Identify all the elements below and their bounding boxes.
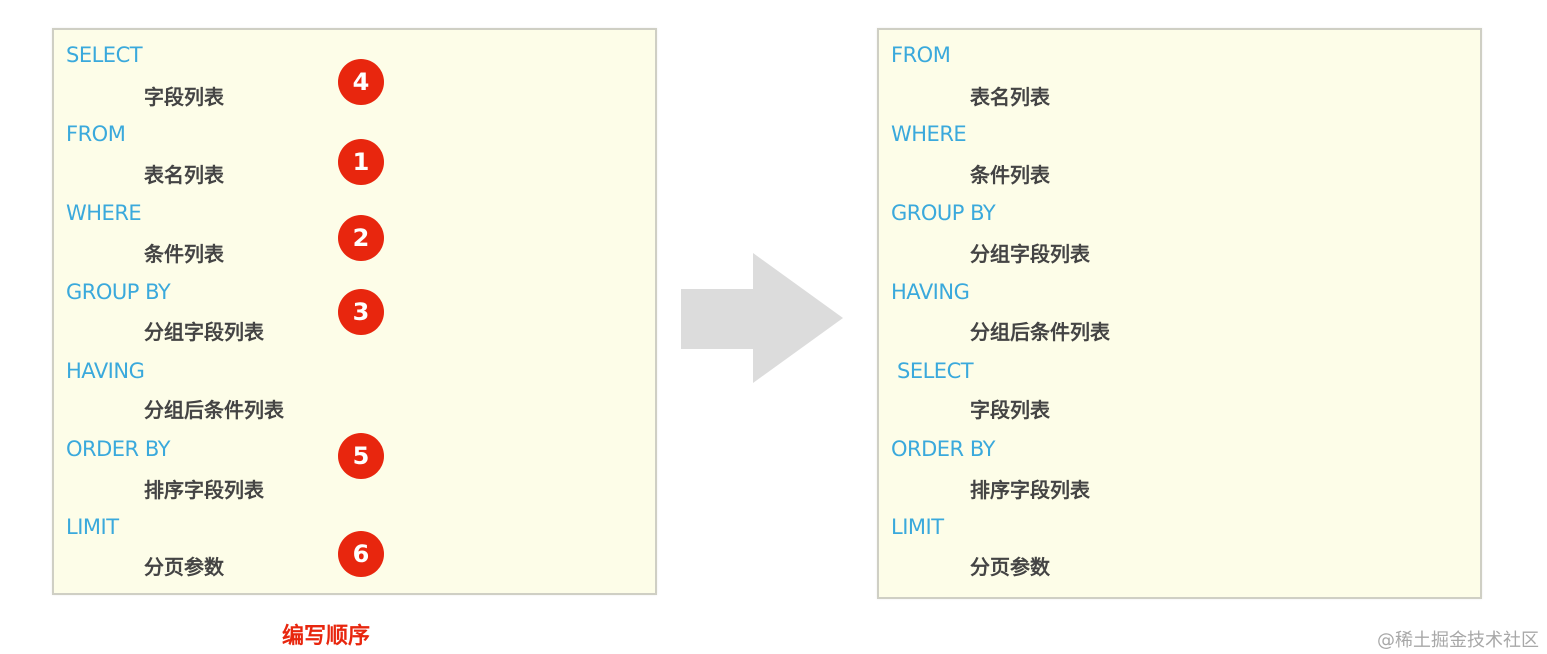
keyword-from: FROM <box>66 122 126 146</box>
order-badge-1: 1 <box>338 139 384 185</box>
argument-field-list: 字段列表 <box>970 398 1050 422</box>
argument-sort-field-list: 排序字段列表 <box>144 478 264 502</box>
keyword-select: SELECT <box>66 43 143 67</box>
argument-group-field-list: 分组字段列表 <box>144 320 264 344</box>
order-badge-3: 3 <box>338 289 384 335</box>
keyword-where: WHERE <box>891 122 967 146</box>
argument-having-condition-list: 分组后条件列表 <box>144 398 284 422</box>
keyword-order-by: ORDER BY <box>891 437 995 461</box>
keyword-select: SELECT <box>897 359 974 383</box>
order-badge-4: 4 <box>338 59 384 105</box>
argument-table-list: 表名列表 <box>144 163 224 187</box>
argument-condition-list: 条件列表 <box>970 163 1050 187</box>
argument-sort-field-list: 排序字段列表 <box>970 478 1090 502</box>
keyword-where: WHERE <box>66 201 142 225</box>
order-badge-2: 2 <box>338 215 384 261</box>
keyword-limit: LIMIT <box>66 515 119 539</box>
keyword-having: HAVING <box>66 359 145 383</box>
keyword-having: HAVING <box>891 280 970 304</box>
order-badge-5: 5 <box>338 433 384 479</box>
argument-condition-list: 条件列表 <box>144 242 224 266</box>
argument-field-list: 字段列表 <box>144 85 224 109</box>
writing-order-caption: 编写顺序 <box>282 624 371 649</box>
order-badge-6: 6 <box>338 531 384 577</box>
right-arrow-icon <box>681 253 843 383</box>
keyword-group-by: GROUP BY <box>891 201 996 225</box>
argument-table-list: 表名列表 <box>970 85 1050 109</box>
argument-group-field-list: 分组字段列表 <box>970 242 1090 266</box>
argument-paging-params: 分页参数 <box>144 555 224 579</box>
execution-order-panel: FROM 表名列表 WHERE 条件列表 GROUP BY 分组字段列表 HAV… <box>877 28 1482 599</box>
watermark: @稀土掘金技术社区 <box>1377 630 1539 651</box>
keyword-order-by: ORDER BY <box>66 437 170 461</box>
keyword-limit: LIMIT <box>891 515 944 539</box>
keyword-group-by: GROUP BY <box>66 280 171 304</box>
argument-paging-params: 分页参数 <box>970 555 1050 579</box>
writing-order-panel: SELECT 字段列表 4 FROM 表名列表 1 WHERE 条件列表 2 G… <box>52 28 657 595</box>
keyword-from: FROM <box>891 43 951 67</box>
argument-having-condition-list: 分组后条件列表 <box>970 320 1110 344</box>
